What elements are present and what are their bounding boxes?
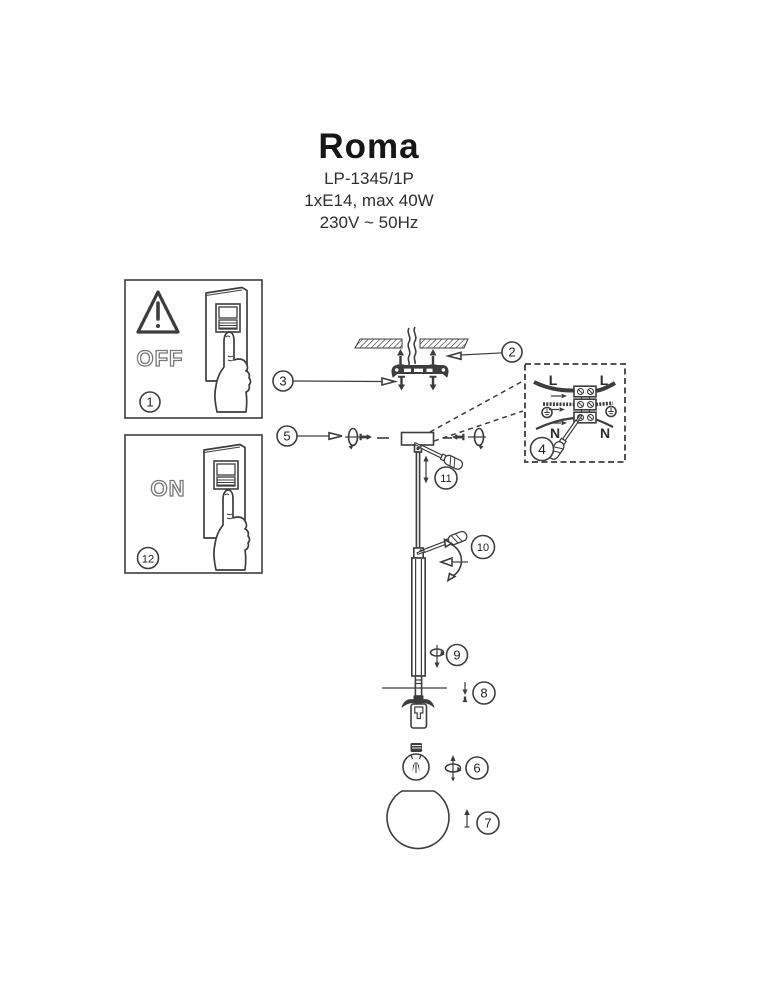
live-wire — [533, 380, 575, 393]
canopy-screw-right — [443, 427, 486, 450]
step-12-badge: 12 — [136, 546, 160, 570]
svg-text:8: 8 — [480, 686, 487, 701]
bracket-screws-down — [398, 375, 437, 391]
svg-text:1: 1 — [146, 395, 153, 410]
lower-tube — [410, 557, 426, 697]
leader-arrow-icon — [438, 556, 453, 568]
callout-3: 3 — [272, 370, 399, 392]
callout-9: 9 — [429, 643, 469, 668]
terminal-block — [573, 385, 597, 424]
product-title: Roma — [318, 127, 420, 166]
power-spec: 230V ~ 50Hz — [319, 212, 419, 232]
canopy-screw-left — [345, 427, 389, 450]
svg-text:4: 4 — [538, 441, 546, 457]
mounting-bracket — [391, 365, 449, 378]
callout-11: 11 — [411, 438, 465, 490]
panel-switch-on: ON 12 — [124, 434, 263, 574]
step-4-badge: 4 — [529, 436, 555, 462]
label-neutral-right: N — [600, 425, 610, 441]
product-header: Roma LP-1345/1P 1xE14, max 40W 230V ~ 50… — [234, 127, 504, 233]
mains-wire — [407, 327, 411, 366]
suspension-rod — [415, 451, 421, 549]
lamp-socket — [410, 703, 428, 729]
earth-wire — [595, 401, 614, 407]
ceiling — [354, 326, 469, 366]
product-model: LP-1345/1P — [324, 168, 414, 188]
callout-8: 8 — [462, 681, 496, 705]
callout-10: 10 — [415, 529, 496, 583]
svg-text:5: 5 — [283, 429, 290, 444]
globe-icon — [386, 790, 450, 850]
svg-text:6: 6 — [473, 761, 480, 776]
callout-6: 6 — [444, 755, 489, 782]
wiring-detail-panel: L L N N — [524, 363, 626, 463]
svg-text:9: 9 — [453, 648, 460, 663]
label-neutral-left: N — [550, 425, 560, 441]
callout-7: 7 — [464, 809, 500, 835]
insert-arrow-icon — [549, 393, 567, 426]
mounting-screws-up — [397, 349, 437, 367]
lamp-spec: 1xE14, max 40W — [304, 190, 434, 210]
leader-arrow-icon — [328, 431, 343, 441]
svg-text:11: 11 — [440, 473, 451, 485]
leader-arrow-icon — [381, 376, 399, 387]
label-live-right: L — [600, 372, 609, 388]
neutral-wire — [595, 418, 614, 428]
warning-icon — [136, 290, 180, 334]
svg-text:3: 3 — [279, 374, 286, 389]
mains-wire — [413, 326, 417, 365]
svg-text:7: 7 — [484, 816, 491, 831]
neutral-wire — [535, 416, 575, 430]
bulb-icon — [402, 743, 430, 781]
earth-symbol-icon — [605, 405, 617, 418]
callout-5: 5 — [276, 425, 343, 447]
leader-arrow-icon — [444, 351, 462, 361]
step-1-badge: 1 — [139, 391, 161, 413]
off-label: OFF — [137, 346, 184, 371]
svg-text:2: 2 — [508, 345, 515, 360]
panel-switch-off: OFF 1 — [124, 279, 263, 419]
live-wire — [595, 381, 617, 393]
callout-2: 2 — [444, 341, 523, 363]
on-label: ON — [151, 476, 186, 501]
label-live-left: L — [549, 372, 558, 388]
svg-text:12: 12 — [142, 554, 154, 566]
svg-text:10: 10 — [477, 542, 489, 554]
